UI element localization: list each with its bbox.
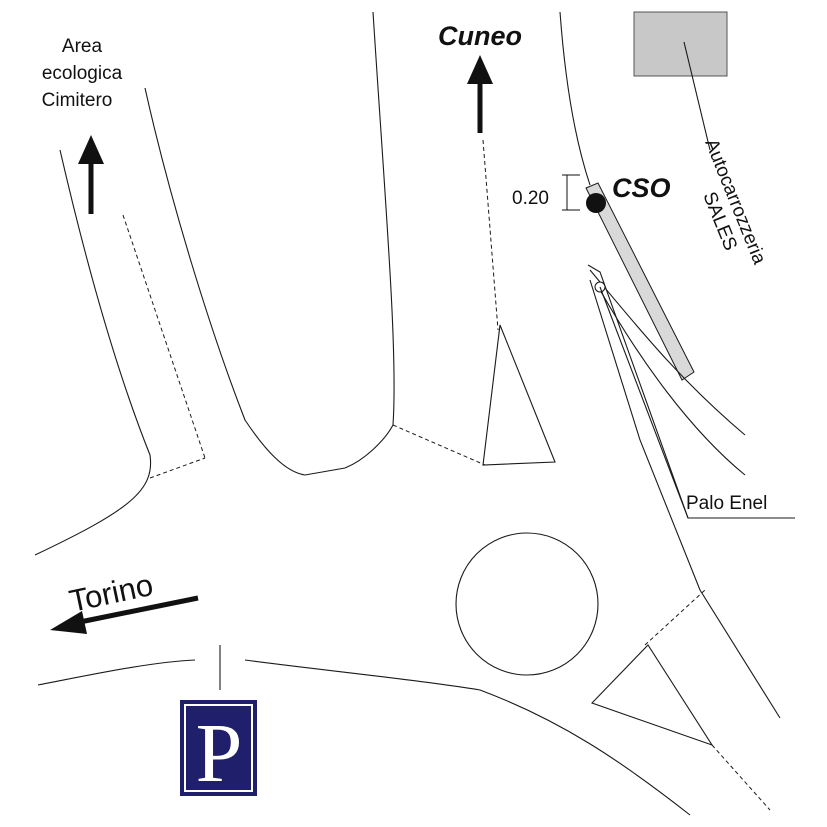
label-area-line3: Cimitero [42, 90, 113, 111]
road-south-edge-left [37, 659, 196, 686]
label-cso: CSO [612, 173, 671, 203]
road-left-stopline [149, 457, 206, 479]
label-cuneo: Cuneo [438, 21, 522, 51]
measurement-bracket [562, 174, 580, 211]
pipe-segment [585, 182, 695, 381]
arrow-left-torino-icon [50, 595, 199, 634]
roundabout [455, 532, 599, 676]
road-east-island [587, 264, 795, 519]
road-left-inner [144, 11, 395, 476]
road-right-edge [559, 11, 591, 186]
arrow-up-area-ecologica-icon [78, 135, 104, 214]
road-east-inner-1 [589, 269, 746, 436]
road-left-centerline [122, 214, 206, 459]
arrow-up-cuneo-icon [467, 55, 493, 133]
palo-enel-leader [599, 286, 689, 519]
road-east-outer [589, 279, 781, 719]
parking-letter: P [196, 707, 243, 800]
road-left-outer [34, 149, 152, 556]
label-palo-enel: Palo Enel [686, 493, 767, 514]
parking-sign-icon: P [180, 700, 257, 800]
cso-point-marker [586, 193, 606, 213]
label-measurement: 0.20 [512, 188, 549, 209]
label-area-line2: ecologica [42, 63, 123, 84]
label-area-line1: Area [62, 36, 103, 57]
traffic-island-southeast [591, 644, 714, 747]
road-cuneo-centerline [482, 139, 499, 331]
traffic-island-north [482, 324, 556, 466]
road-east-stopline [644, 589, 706, 646]
road-southeast-centerline [711, 744, 771, 811]
road-south-edge-right [244, 659, 691, 816]
road-cuneo-stopline [392, 424, 486, 466]
building-leader-line [683, 41, 711, 151]
building-autocarrozzeria [633, 11, 728, 77]
